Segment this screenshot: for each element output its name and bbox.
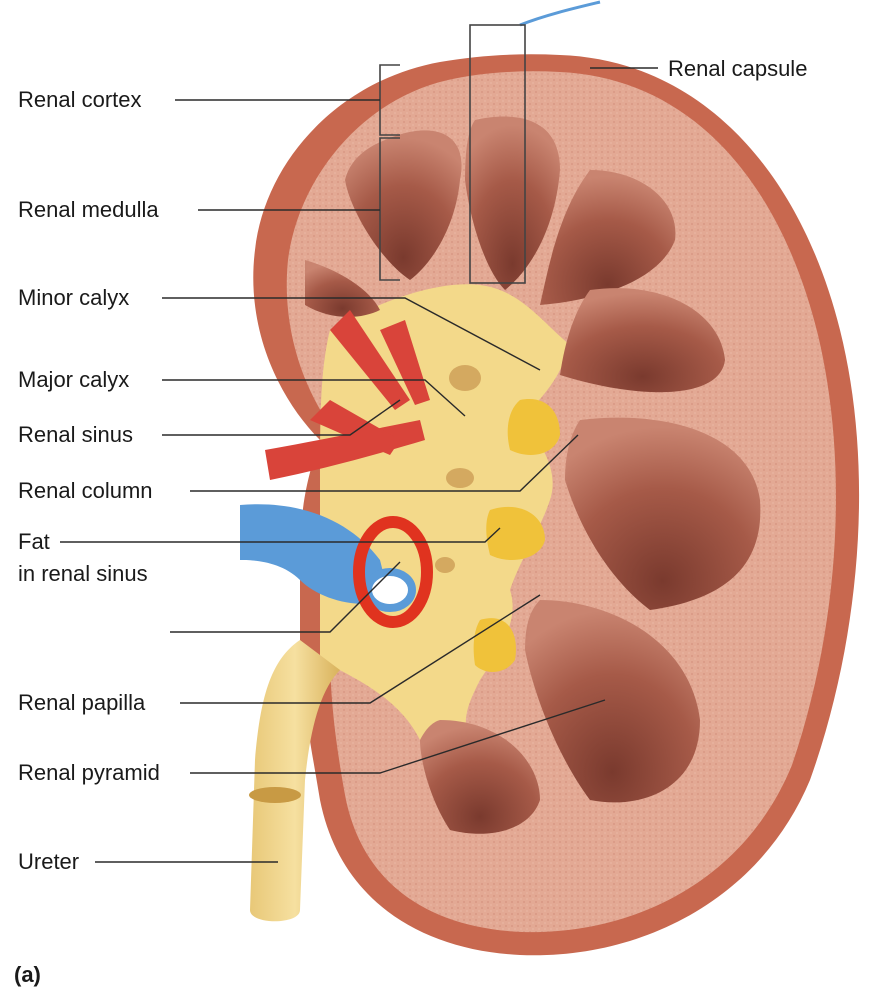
label-ureter: Ureter xyxy=(18,849,80,874)
label-fat-line2: in renal sinus xyxy=(18,561,148,586)
renal-pyramids xyxy=(305,116,761,834)
label-renal-medulla: Renal medulla xyxy=(18,197,159,222)
label-renal-cortex: Renal cortex xyxy=(18,87,142,112)
ureter-shape xyxy=(250,640,340,922)
label-minor-calyx: Minor calyx xyxy=(18,285,130,310)
label-renal-column: Renal column xyxy=(18,478,153,503)
renal-artery xyxy=(265,310,430,480)
label-renal-pyramid: Renal pyramid xyxy=(18,760,160,785)
annotation-circle xyxy=(353,516,433,628)
label-major-calyx: Major calyx xyxy=(18,367,130,392)
label-renal-sinus: Renal sinus xyxy=(18,422,133,447)
figure-label: (a) xyxy=(14,962,41,987)
fat-pockets xyxy=(473,399,560,672)
label-fat-line1: Fat xyxy=(18,529,50,554)
leader-lines xyxy=(60,67,658,863)
label-renal-capsule: Renal capsule xyxy=(668,56,808,81)
calyx-openings xyxy=(435,365,481,573)
label-renal-papilla: Renal papilla xyxy=(18,690,146,715)
